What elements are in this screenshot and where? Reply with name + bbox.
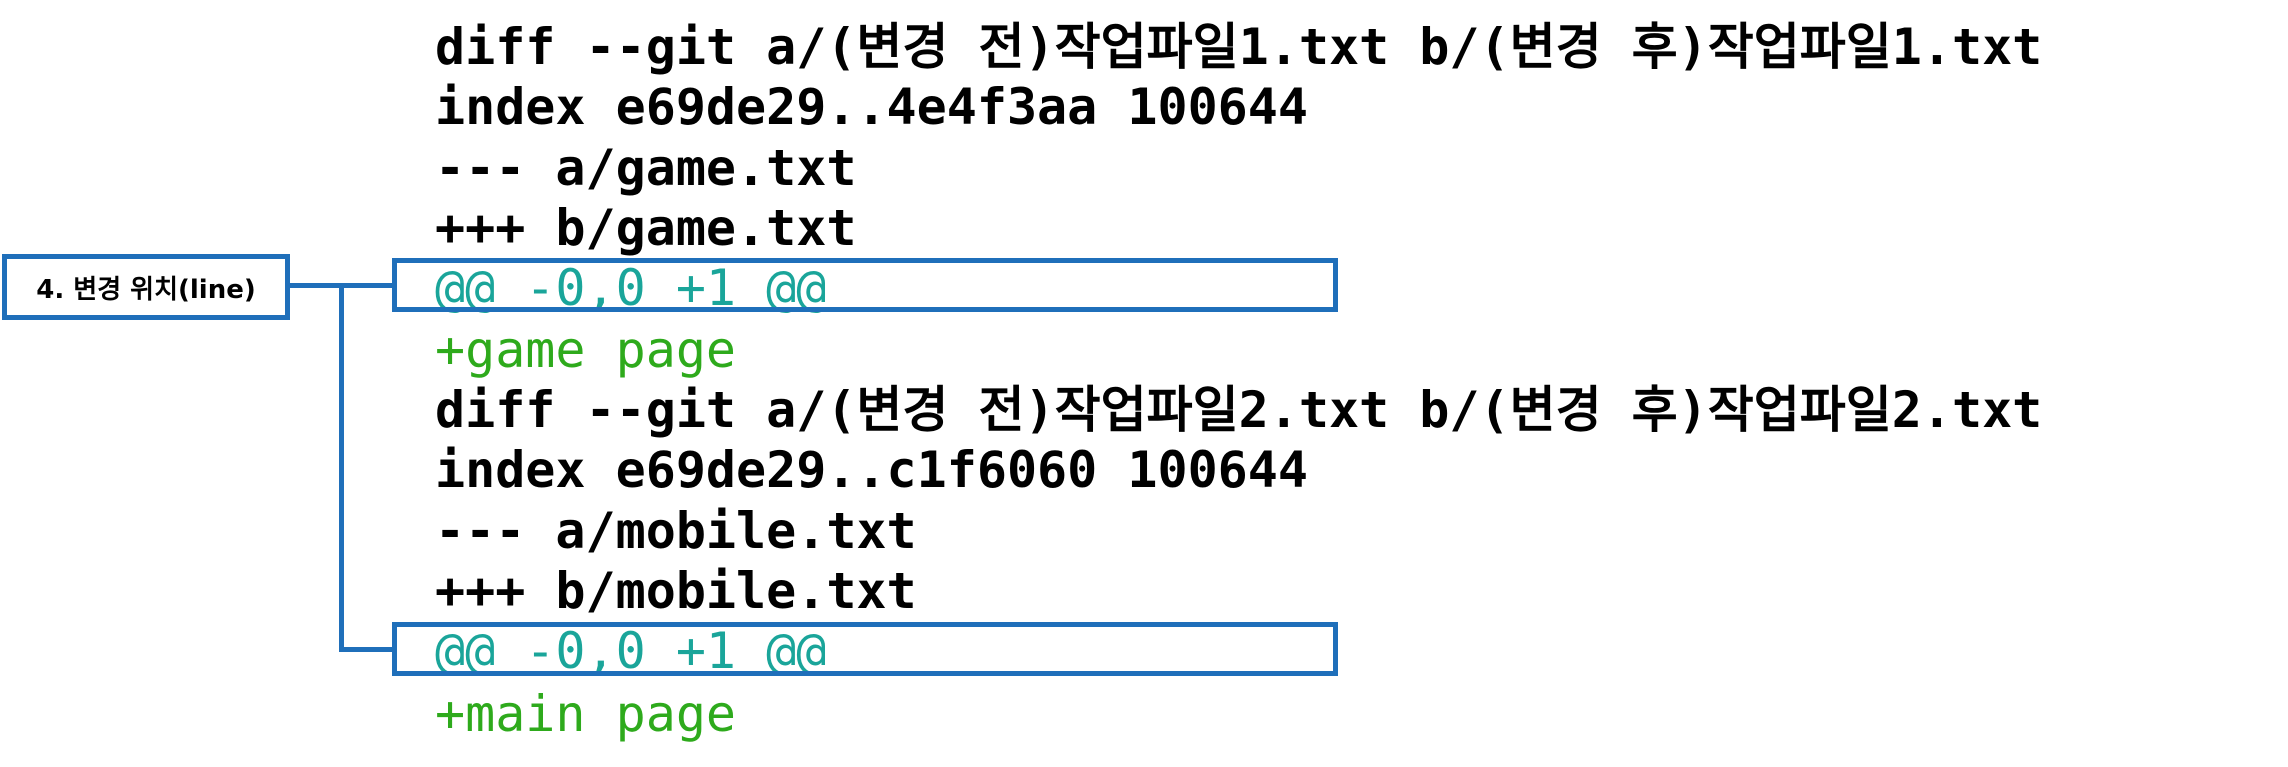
connector-vertical bbox=[339, 283, 344, 652]
index-line-2: index e69de29..c1f6060 100644 bbox=[435, 441, 1308, 499]
new-file-line-2: +++ b/mobile.txt bbox=[435, 562, 917, 620]
callout-box: 4. 변경 위치(line) bbox=[2, 254, 290, 320]
hunk-highlight-box-2 bbox=[392, 622, 1338, 676]
hunk-highlight-box-1 bbox=[392, 258, 1338, 312]
connector-horizontal-bottom bbox=[339, 647, 392, 652]
added-line-1: +game page bbox=[435, 321, 737, 379]
hunk-header-line-2: @@ -0,0 +1 @@ bbox=[435, 622, 827, 680]
old-file-line-2: --- a/mobile.txt bbox=[435, 502, 917, 560]
added-line-2: +main page bbox=[435, 685, 737, 743]
callout-label: 4. 변경 위치(line) bbox=[36, 274, 256, 305]
new-file-line-1: +++ b/game.txt bbox=[435, 199, 857, 257]
diff-git-line-2: diff --git a/(변경 전)작업파일2.txt b/(변경 후)작업파… bbox=[435, 381, 2043, 439]
old-file-line-1: --- a/game.txt bbox=[435, 139, 857, 197]
diff-git-line-1: diff --git a/(변경 전)작업파일1.txt b/(변경 후)작업파… bbox=[435, 18, 2043, 76]
index-line-1: index e69de29..4e4f3aa 100644 bbox=[435, 78, 1308, 136]
